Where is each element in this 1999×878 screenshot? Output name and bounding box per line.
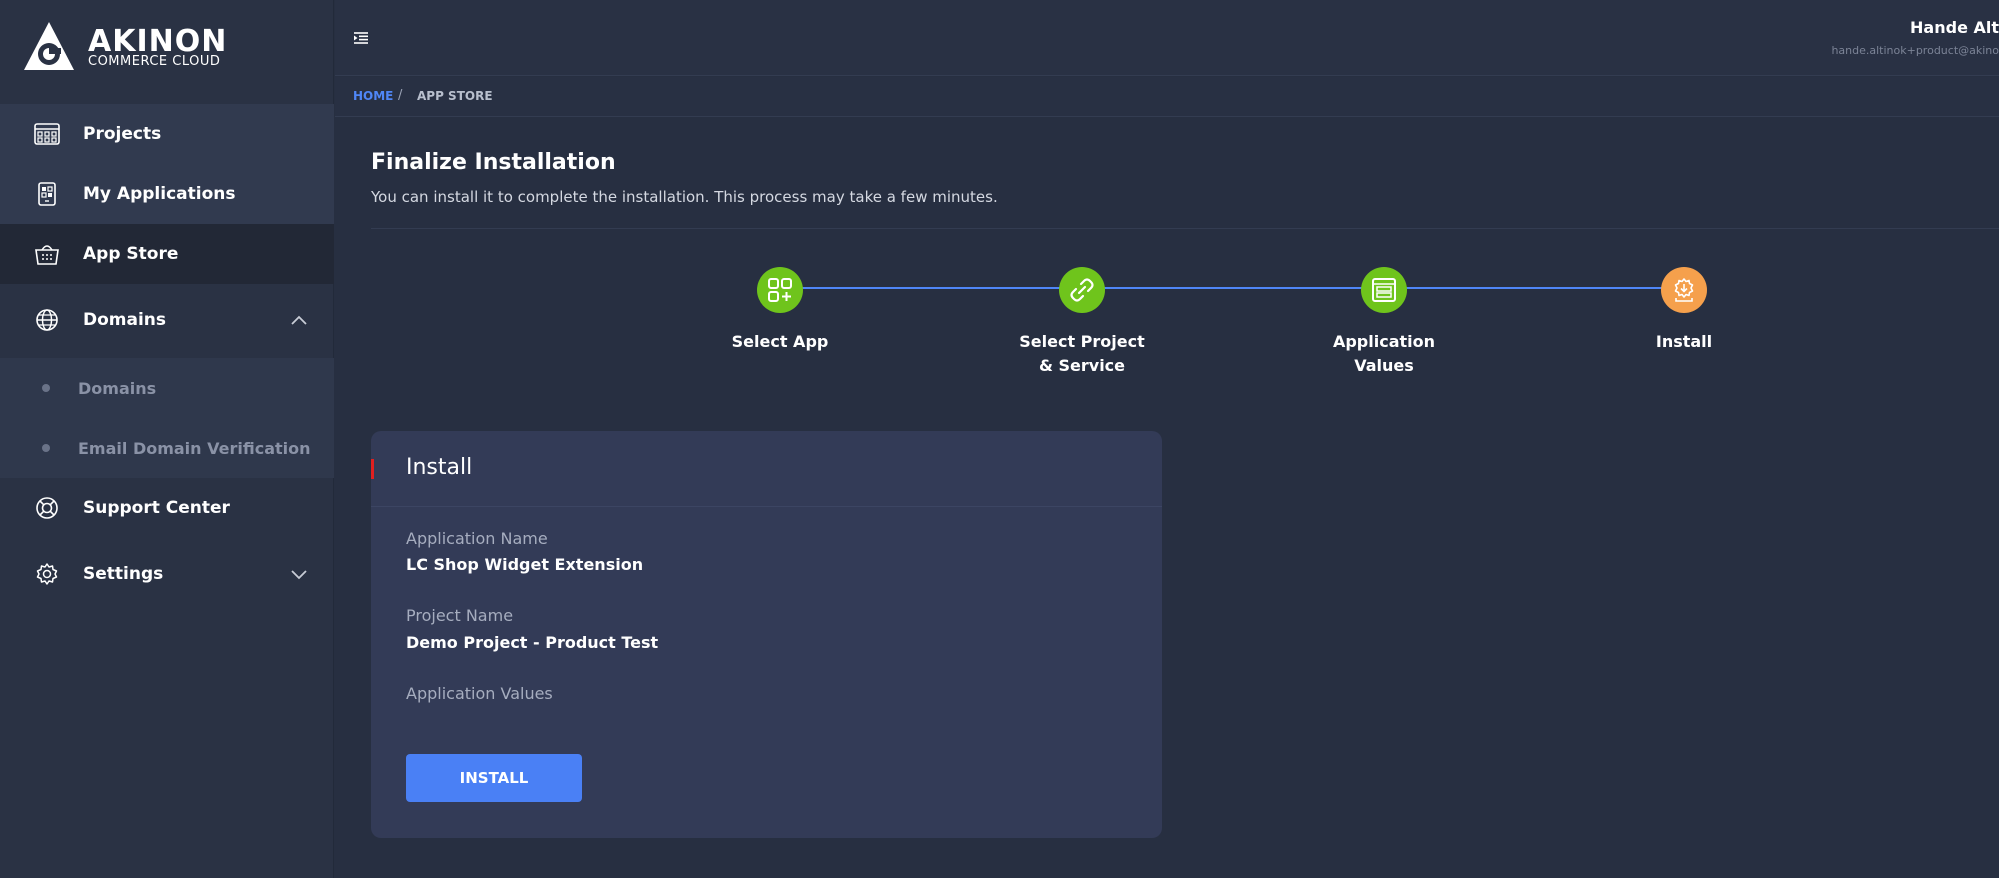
sidebar-subitem-label: Domains xyxy=(78,378,157,398)
install-gear-icon xyxy=(1674,278,1694,302)
sidebar-item-settings[interactable]: Settings xyxy=(0,544,334,604)
akinon-logo-mark-icon xyxy=(24,22,74,70)
header-divider xyxy=(371,228,1999,229)
step-label-line: Values xyxy=(1354,356,1414,375)
step-connector xyxy=(1384,287,1684,289)
step-label-line: Select Project xyxy=(1019,332,1145,351)
install-card: Install Application Name LC Shop Widget … xyxy=(371,431,1162,838)
user-email: hande.altinok+product@akino xyxy=(1831,44,1999,57)
sidebar: AKINON COMMERCE CLOUD Projects xyxy=(0,0,334,878)
step-connector xyxy=(780,287,1082,289)
breadcrumb-home-link[interactable]: HOME xyxy=(353,89,394,103)
grid-window-icon xyxy=(34,121,60,147)
step-select-app[interactable] xyxy=(757,267,803,313)
breadcrumb: HOME / APP STORE xyxy=(335,77,1999,117)
application-values-label: Application Values xyxy=(406,684,553,703)
breadcrumb-separator: / xyxy=(398,88,403,103)
sidebar-item-domains[interactable]: Domains xyxy=(0,290,334,350)
top-bar: Hande Alt hande.altinok+product@akino xyxy=(335,0,1999,76)
step-application-values[interactable] xyxy=(1361,267,1407,313)
user-name[interactable]: Hande Alt xyxy=(1910,18,1999,37)
step-select-project[interactable] xyxy=(1059,267,1105,313)
globe-icon xyxy=(34,307,60,333)
step-connector xyxy=(1082,287,1384,289)
project-name-label: Project Name xyxy=(406,606,514,625)
lifebuoy-icon xyxy=(34,495,60,521)
sidebar-subitem-email-domain-verification[interactable]: Email Domain Verification xyxy=(0,418,334,478)
sidebar-item-projects[interactable]: Projects xyxy=(0,104,334,164)
install-button[interactable]: INSTALL xyxy=(406,754,582,802)
project-name-value: Demo Project - Product Test xyxy=(406,633,659,652)
sidebar-item-label: My Applications xyxy=(83,184,236,204)
sidebar-item-support-center[interactable]: Support Center xyxy=(0,478,334,538)
card-accent-marker xyxy=(371,459,374,479)
sidebar-subitem-label: Email Domain Verification xyxy=(78,438,311,458)
breadcrumb-current: APP STORE xyxy=(417,89,493,103)
page-description: You can install it to complete the insta… xyxy=(371,188,998,206)
step-label-line: Install xyxy=(1655,332,1713,351)
sidebar-item-label: Settings xyxy=(83,564,164,584)
brand-name: AKINON xyxy=(88,24,228,59)
chevron-down-icon[interactable] xyxy=(288,563,310,585)
gear-icon xyxy=(34,561,60,587)
sidebar-item-label: Support Center xyxy=(83,498,230,518)
sidebar-item-app-store[interactable]: App Store xyxy=(0,224,334,284)
chevron-up-icon[interactable] xyxy=(288,309,310,331)
akinon-logo[interactable]: AKINON COMMERCE CLOUD xyxy=(24,22,264,72)
step-label: Select Project & Service xyxy=(1002,330,1162,378)
application-name-label: Application Name xyxy=(406,529,548,548)
step-label-line: & Service xyxy=(1038,356,1126,375)
form-icon xyxy=(1372,278,1396,302)
page-title: Finalize Installation xyxy=(371,150,616,175)
sidebar-item-label: Projects xyxy=(83,124,162,144)
sidebar-toggle-icon[interactable] xyxy=(353,30,369,46)
sidebar-item-my-applications[interactable]: My Applications xyxy=(0,164,334,224)
step-label-line: Application xyxy=(1332,332,1436,351)
card-divider xyxy=(371,506,1162,507)
step-label-line: Select App xyxy=(731,332,829,351)
step-label: Application Values xyxy=(1304,330,1464,378)
bullet-dot-icon xyxy=(42,384,50,392)
card-title: Install xyxy=(406,455,473,480)
bullet-dot-icon xyxy=(42,444,50,452)
apps-add-icon xyxy=(768,278,792,302)
link-icon xyxy=(1070,278,1094,302)
phone-app-icon xyxy=(34,181,60,207)
sidebar-item-label: Domains xyxy=(83,310,167,330)
step-install[interactable] xyxy=(1661,267,1707,313)
sidebar-subitem-domains[interactable]: Domains xyxy=(0,358,334,418)
brand-tagline: COMMERCE CLOUD xyxy=(88,54,221,69)
application-name-value: LC Shop Widget Extension xyxy=(406,555,644,574)
basket-icon xyxy=(34,241,60,267)
step-label: Install xyxy=(1604,330,1764,354)
step-label: Select App xyxy=(700,330,860,354)
sidebar-item-label: App Store xyxy=(83,244,179,264)
domains-submenu xyxy=(0,358,334,478)
